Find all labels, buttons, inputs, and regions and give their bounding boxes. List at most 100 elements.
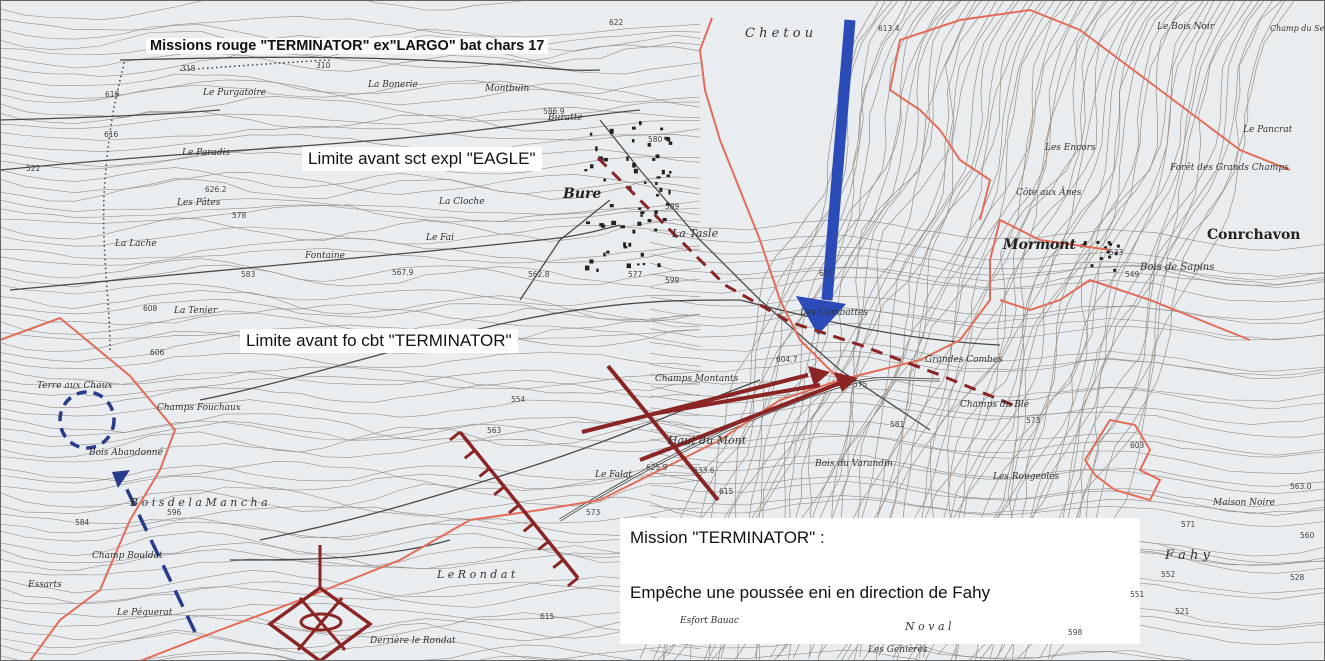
building [1107, 241, 1111, 245]
contour-line [0, 0, 529, 21]
elevation-label: 577 [628, 270, 643, 279]
contour-line [0, 531, 701, 559]
border-segment [888, 8, 1291, 221]
building [1083, 241, 1087, 245]
building [584, 169, 588, 172]
contour-line [649, 264, 1325, 283]
building [640, 211, 645, 214]
contour-line [0, 506, 701, 525]
place-champs-fouchaux: Champs Fouchaux [157, 403, 241, 413]
place-tasle: La Tasle [672, 227, 719, 240]
building [655, 181, 658, 186]
contour-line [0, 15, 701, 38]
building [599, 223, 604, 227]
contour-line [0, 298, 701, 320]
contour-line [650, 416, 1325, 456]
building [585, 221, 591, 225]
road [519, 199, 611, 301]
place-terre: Terre aux Chaux [37, 381, 113, 391]
building [638, 207, 642, 210]
border-segment [1083, 418, 1162, 502]
place-bois-noir: Le Bois Noir [1157, 22, 1215, 32]
contour-line [649, 322, 1325, 341]
trail [179, 59, 331, 71]
building [611, 220, 617, 226]
contour-line [0, 546, 701, 572]
contour-line [649, 350, 1325, 379]
place-varandin: Bois du Varandin [815, 459, 893, 469]
contour-line [0, 369, 701, 389]
village-buildings [584, 121, 1120, 272]
contour-line [0, 245, 701, 266]
road [739, 299, 1001, 346]
maroon-zigzag [581, 373, 821, 434]
contour-line [0, 167, 701, 195]
unit-symbol-cross [296, 597, 344, 651]
contour-line [0, 632, 701, 661]
elevation-label: 619 [105, 90, 120, 99]
elevation-label: 575 [853, 380, 868, 389]
elevation-label: 571 [1181, 520, 1196, 529]
building [1096, 240, 1100, 244]
place-essarts: Essarts [28, 580, 62, 590]
mission-text: Empêche une poussée eni en direction de … [630, 583, 991, 602]
elevation-label: 613.4 [878, 24, 900, 33]
elevation-label: 318 [181, 64, 196, 73]
contour-line [0, 421, 700, 459]
contour-line [151, 644, 701, 661]
contour-line [649, 307, 1325, 341]
limit-tick [493, 485, 506, 496]
building [639, 121, 642, 126]
building [609, 128, 614, 134]
contour-line [649, 219, 1325, 251]
building [1108, 242, 1112, 246]
place-falat: Le Falat [595, 470, 633, 480]
maroon-arrow-head [834, 372, 858, 392]
place-conchavon: Conrchavon [1207, 227, 1301, 243]
contour-line [0, 237, 701, 264]
tactical-symbols [58, 19, 1021, 661]
building [603, 178, 607, 182]
contour-line [0, 366, 701, 394]
contour-line [0, 416, 701, 447]
elevation-label: 310 [316, 61, 331, 70]
contour-line [0, 304, 701, 329]
elevation-label: 604.7 [776, 355, 798, 364]
elevation-label: 626.2 [205, 185, 227, 194]
elevation-label: 615 [540, 612, 555, 621]
elevation-label: 584 [75, 518, 90, 527]
contour-line [650, 262, 1325, 303]
border-segment [139, 379, 841, 661]
contour-line [649, 451, 1325, 494]
limit-tick [537, 540, 550, 551]
contour-line [0, 176, 701, 202]
elevation-label: 567.9 [392, 268, 414, 277]
contour-line [0, 217, 701, 242]
building [595, 146, 598, 152]
building [1083, 242, 1086, 246]
elevation-label: 599 [665, 276, 680, 285]
building [589, 132, 593, 136]
contour-line [649, 241, 1325, 285]
contour-line [0, 380, 701, 409]
contour-line [0, 413, 701, 441]
elevation-label: 622 [609, 18, 624, 27]
navy-dashed-circle [58, 390, 116, 450]
contour-line [649, 649, 924, 661]
building [632, 162, 636, 168]
building [1116, 244, 1120, 248]
building [637, 221, 642, 226]
road [199, 299, 741, 401]
elevation-label: 551 [1130, 590, 1145, 599]
contour-line [0, 617, 701, 655]
mission-box: Mission "TERMINATOR" : Empêche une pouss… [620, 518, 1140, 644]
building [603, 252, 606, 257]
place-abandonne: Bois Abandonné [89, 448, 163, 458]
contour-line [0, 204, 701, 222]
contour-line [0, 200, 700, 225]
place-derriere-rondat: Derrière le Rondat [370, 636, 456, 646]
elevation-label: 608 [143, 304, 158, 313]
building [632, 126, 636, 130]
contour-line [0, 614, 701, 639]
contour-line [0, 517, 701, 544]
